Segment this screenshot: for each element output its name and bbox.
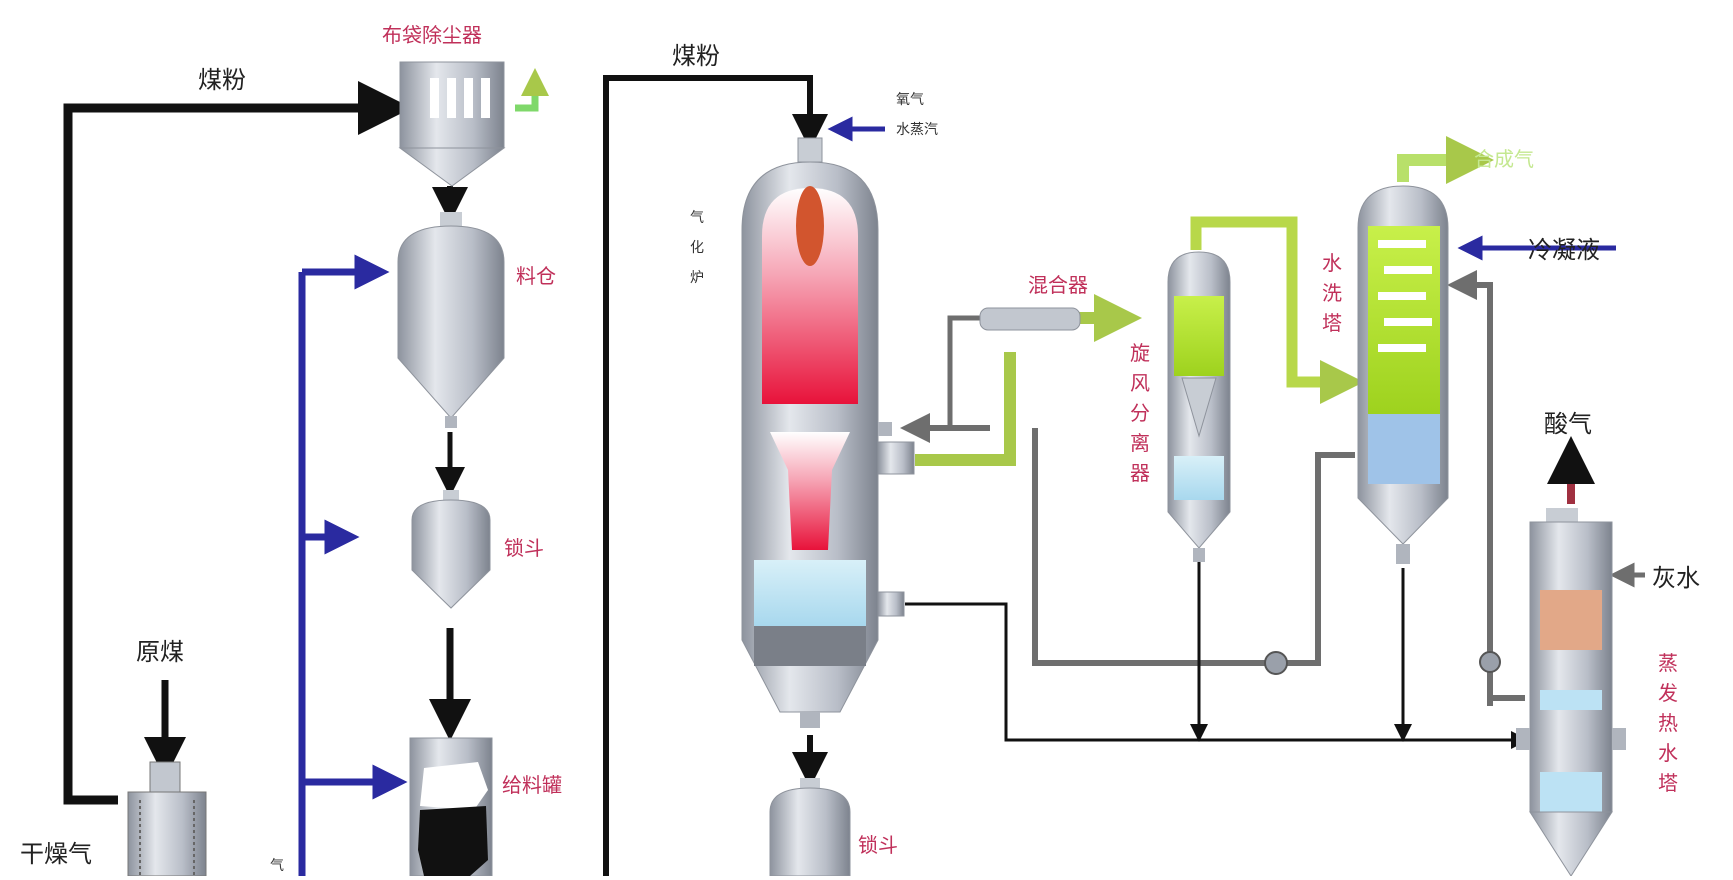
dry-gas-label: 干燥气: [20, 840, 92, 868]
syngas-out-line: [1397, 136, 1494, 184]
oxygen-label: 氧气: [896, 92, 924, 108]
coal-feed-lines: [63, 75, 828, 876]
acid-gas-label: 酸气: [1544, 410, 1592, 438]
coal-powder-label-right: 煤粉: [672, 42, 720, 70]
mixer-label: 混合器: [1028, 273, 1088, 297]
silo-label: 料仓: [516, 264, 556, 288]
steam-label: 水蒸汽: [896, 122, 938, 138]
coal-powder-return-line: [63, 81, 412, 805]
bag-filter-label: 布袋除尘器: [382, 23, 482, 47]
cyclone-label-3: 分: [1130, 401, 1150, 425]
condensate-label: 冷凝液: [1528, 236, 1600, 264]
carrier-gas-label: 气: [270, 858, 284, 874]
blackwater-lines: [905, 560, 1529, 749]
filter-vent-arrow: [515, 68, 549, 112]
gasifier-label-1: 气: [690, 210, 704, 226]
grey-water-label: 灰水: [1652, 564, 1700, 592]
labels: 煤粉 煤粉 布袋除尘器 料仓 锁斗 给料罐 原煤 干燥气 气 氧气 水蒸汽 气 …: [20, 23, 1700, 874]
lock-hopper-upper: [411, 490, 491, 609]
lock-hopper-lower-label: 锁斗: [858, 833, 898, 857]
lock-hopper-lower: [769, 778, 851, 877]
syngas-label: 合成气: [1474, 147, 1534, 171]
cyclone-to-scrubber: [1190, 216, 1364, 404]
hot-water-return-line: [1447, 270, 1493, 706]
coal-powder-feed-line: [603, 75, 828, 876]
blackwater-line: [905, 602, 1529, 749]
syngas-lines: [515, 68, 1494, 466]
valve-icon: [1264, 651, 1288, 675]
lock-hopper-upper-label: 锁斗: [504, 536, 544, 560]
dryer-mill: [127, 761, 207, 877]
cyclone-label-2: 风: [1130, 371, 1150, 395]
syngas-to-mixer: [915, 352, 1016, 466]
water-scrubber: [1357, 185, 1449, 564]
scrubber-label-1: 水: [1322, 251, 1342, 275]
gasifier: [741, 137, 915, 728]
flame-icon: [796, 186, 824, 266]
evaporator-label-2: 发: [1658, 681, 1678, 705]
cyclone-label-5: 器: [1130, 461, 1150, 485]
silo: [397, 212, 505, 428]
recycle-water-line: [1032, 428, 1355, 666]
cyclone-label-4: 离: [1130, 431, 1150, 455]
cyclone-label-1: 旋: [1130, 341, 1150, 365]
scrubber-label-3: 塔: [1322, 311, 1342, 335]
valve-icon: [1479, 651, 1501, 673]
coal-powder-label-left: 煤粉: [198, 66, 246, 94]
evaporator-tower: [1516, 508, 1626, 877]
gasifier-label-3: 炉: [690, 270, 704, 286]
feed-tank: [409, 737, 493, 877]
scrubber-label-2: 洗: [1322, 281, 1342, 305]
cyclone-separator: [1167, 251, 1231, 562]
raw-coal-label: 原煤: [136, 638, 184, 666]
carrier-gas-lines: [298, 116, 1616, 876]
evaporator-label-4: 水: [1658, 741, 1678, 765]
gasifier-label-2: 化: [690, 240, 704, 256]
mixer-body: [979, 307, 1081, 331]
evaporator-label-1: 蒸: [1658, 651, 1678, 675]
quench-water-line: [947, 315, 1010, 431]
feed-tank-label: 给料罐: [502, 773, 562, 797]
bag-filter: [398, 61, 506, 187]
evaporator-label-3: 热: [1658, 711, 1678, 735]
evaporator-label-5: 塔: [1658, 771, 1678, 795]
